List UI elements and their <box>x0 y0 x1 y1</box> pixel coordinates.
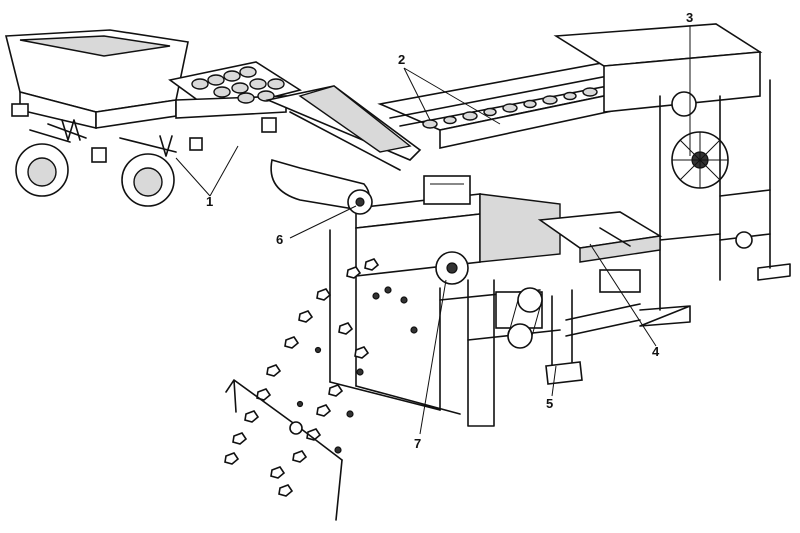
feed-conveyor <box>168 61 302 151</box>
callout-5: 5 <box>546 396 553 411</box>
callout-4: 4 <box>652 344 660 359</box>
callout-2: 2 <box>398 52 405 67</box>
falling-potatoes <box>224 258 418 521</box>
callout-leaders <box>175 26 691 435</box>
callout-1: 1 <box>206 194 213 209</box>
callout-3: 3 <box>686 10 693 25</box>
callout-7: 7 <box>414 436 421 451</box>
feed-hopper-left <box>4 29 189 207</box>
main-frame <box>270 23 791 427</box>
inclined-chute <box>265 85 422 171</box>
callout-6: 6 <box>276 232 283 247</box>
